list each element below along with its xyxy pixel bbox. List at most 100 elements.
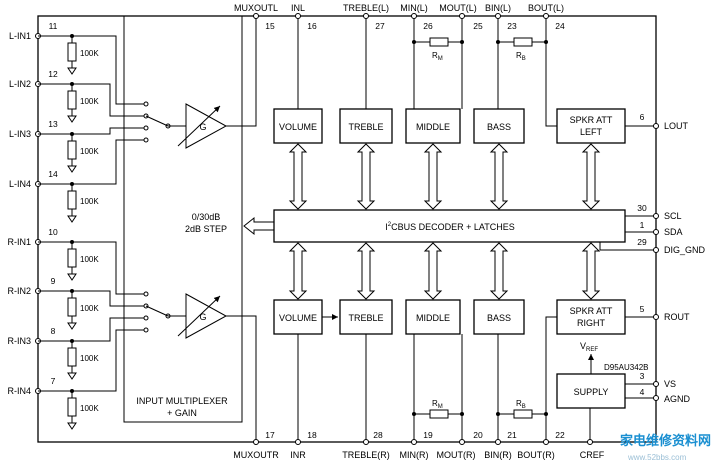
pin-label-muxoutr: MUXOUTR	[233, 450, 279, 460]
pin-number-25: 25	[473, 21, 483, 31]
bus-double-arrows	[288, 143, 601, 300]
resistor-value: 100K	[80, 304, 99, 313]
pin-label-bin-r: BIN(R)	[484, 450, 512, 460]
input-pin-number: 14	[48, 169, 58, 179]
pin-label-min-l: MIN(L)	[400, 3, 428, 13]
pin-label-mout-r: MOUT(R)	[437, 450, 476, 460]
double-arrow-icon	[423, 143, 443, 210]
resistor-value: 100K	[80, 97, 99, 106]
pin-label-min-r: MIN(R)	[400, 450, 429, 460]
double-arrow-icon	[356, 242, 376, 300]
gain-label-left: G	[199, 122, 206, 132]
input-pin-number: 12	[48, 69, 58, 79]
pin-number-30: 30	[637, 203, 647, 213]
pin-number-29: 29	[637, 237, 647, 247]
bass-label-left: BASS	[487, 122, 511, 132]
pin-number-28: 28	[373, 430, 383, 440]
pin-number-4: 4	[640, 387, 645, 397]
pin-label-agnd: AGND	[664, 394, 691, 404]
watermark: 家电维修资料网 www.52bbs.com	[620, 433, 711, 462]
double-arrow-icon	[489, 242, 509, 300]
resistor-value: 100K	[80, 49, 99, 58]
treble-label-right: TREBLE	[348, 313, 383, 323]
step-label-2: 2dB STEP	[185, 224, 227, 234]
pin-number-3: 3	[640, 371, 645, 381]
input-pin-number: 10	[48, 227, 58, 237]
input-pin-number: 9	[51, 276, 56, 286]
i2c-bus: I2CBUS DECODER + LATCHES	[243, 209, 654, 251]
input-pin-number: 11	[49, 21, 58, 31]
ground-arrow-icon	[67, 115, 77, 123]
resistor-rm-top: RM	[412, 37, 464, 62]
resistor	[67, 297, 77, 317]
pin-label-inl: INL	[291, 3, 305, 13]
resistor	[67, 190, 77, 210]
input-pin-label: L-IN2	[9, 79, 31, 89]
pin-number-24: 24	[555, 21, 565, 31]
resistor-value: 100K	[80, 147, 99, 156]
double-arrow-icon	[423, 242, 443, 300]
supply-label: SUPPLY	[574, 387, 609, 397]
resistor-value: 100K	[80, 197, 99, 206]
spkr-att-left-line1: SPKR ATT	[570, 115, 613, 125]
resistor	[67, 347, 77, 367]
resistor	[67, 140, 77, 160]
middle-label-right: MIDDLE	[416, 313, 450, 323]
spkr-att-right-line2: RIGHT	[577, 318, 606, 328]
input-pin-label: R-IN4	[7, 386, 31, 396]
resistor	[67, 90, 77, 110]
pin-number-1: 1	[640, 220, 645, 230]
rb-label-top: RB	[516, 51, 526, 62]
double-arrow-icon	[288, 143, 308, 210]
top-pins: MUXOUTL 15 INL 16 TREBLE(L) 27 MIN(L) 26…	[226, 3, 565, 127]
i2c-decoder-block	[273, 209, 626, 243]
input-pin-label: L-IN1	[9, 31, 31, 41]
mux-label-1: INPUT MULTIPLEXER	[136, 396, 228, 406]
pin-number-19: 19	[423, 430, 433, 440]
resistor-rm-bottom: RM	[412, 399, 464, 419]
spkr-att-left-line2: LEFT	[580, 127, 603, 137]
pin-label-muxoutl: MUXOUTL	[234, 3, 278, 13]
input-channel: L-IN1 11 100K	[9, 21, 99, 75]
pin-number-16: 16	[307, 21, 317, 31]
double-arrow-icon	[581, 143, 601, 210]
resistor	[67, 248, 77, 268]
pin-label-rout: ROUT	[664, 312, 690, 322]
input-channel: L-IN4 14 100K	[9, 169, 99, 223]
pin-label-treble-l: TREBLE(L)	[343, 3, 389, 13]
bottom-pins: 17 MUXOUTR 18 INR 28 TREBLE(R) 19 MIN(R)…	[226, 315, 605, 460]
left-channel-chain: VOLUME TREBLE MIDDLE BASS SPKR ATT LEFT	[273, 108, 654, 144]
bass-block-left	[473, 108, 525, 144]
pin-label-bout-r: BOUT(R)	[517, 450, 555, 460]
input-pin-number: 7	[51, 376, 56, 386]
middle-block-right	[405, 299, 461, 335]
gain-label-right: G	[199, 312, 206, 322]
pin-number-23: 23	[507, 21, 517, 31]
double-arrow-icon	[489, 143, 509, 210]
volume-label-right: VOLUME	[279, 313, 317, 323]
double-arrow-icon	[288, 242, 308, 300]
input-pin-number: 13	[48, 119, 58, 129]
spkr-att-left-block	[556, 108, 626, 144]
selector-switch-left	[38, 35, 186, 185]
pin-label-bin-l: BIN(L)	[485, 3, 511, 13]
input-pin-number: 8	[51, 326, 56, 336]
input-pin-label: R-IN3	[7, 336, 31, 346]
input-pin-label: L-IN4	[9, 179, 31, 189]
step-label-1: 0/30dB	[192, 212, 221, 222]
pin-number-22: 22	[555, 430, 565, 440]
bass-block-right	[473, 299, 525, 335]
watermark-url: www.52bbs.com	[627, 453, 687, 462]
bass-label-right: BASS	[487, 313, 511, 323]
ground-arrow-icon	[67, 422, 77, 430]
rm-label-bottom: RM	[432, 399, 443, 410]
treble-label-left: TREBLE	[348, 122, 383, 132]
supply-block	[556, 373, 626, 409]
pin-number-26: 26	[423, 21, 433, 31]
ground-arrow-icon	[67, 165, 77, 173]
